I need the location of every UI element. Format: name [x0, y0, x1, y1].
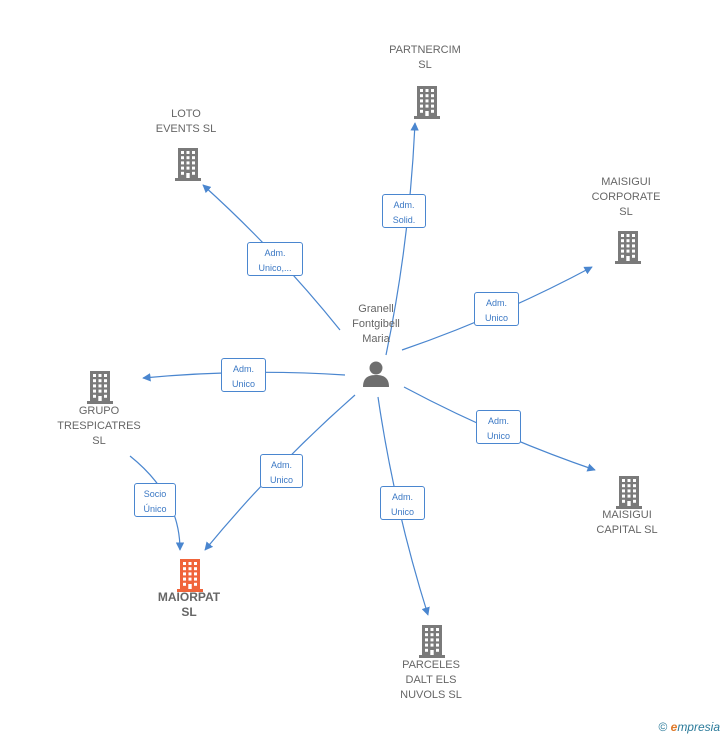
company-label-partnercim[interactable]: PARTNERCIM SL [389, 44, 461, 71]
company-label-maiorpat[interactable]: MAIORPAT SL [157, 590, 221, 619]
brand-logo-e: e [670, 720, 678, 734]
brand-logo-text: mpresia [677, 720, 720, 734]
building-icon[interactable] [412, 84, 442, 125]
building-icon[interactable] [614, 474, 644, 515]
building-icon[interactable] [173, 146, 203, 187]
building-icon[interactable] [175, 557, 205, 598]
edge-label-maiorpat[interactable]: Socio Único [134, 483, 176, 517]
company-label-maisigui_corp[interactable]: MAISIGUI CORPORATE SL [591, 176, 661, 218]
edge-label-maiorpat[interactable]: Adm. Unico [260, 454, 303, 488]
person-icon[interactable] [361, 359, 391, 394]
edge-label-maisigui_cap[interactable]: Adm. Unico [476, 410, 521, 444]
edge-label-grupo[interactable]: Adm. Unico [221, 358, 266, 392]
edge-label-parceles[interactable]: Adm. Unico [380, 486, 425, 520]
copyright-symbol: © [658, 720, 668, 734]
company-label-grupo[interactable]: GRUPO TRESPICATRES SL [57, 405, 141, 447]
edge-label-partnercim[interactable]: Adm. Solid. [382, 194, 426, 228]
edge-center-partnercim [385, 122, 419, 356]
building-icon[interactable] [85, 369, 115, 410]
company-label-parceles[interactable]: PARCELES DALT ELS NUVOLS SL [400, 659, 462, 701]
person-name[interactable]: Granell Fontgibell Maria [352, 303, 400, 345]
company-label-loto[interactable]: LOTO EVENTS SL [155, 108, 217, 135]
footer-brand: © empresia [658, 720, 720, 734]
edge-label-loto[interactable]: Adm. Unico,... [247, 242, 303, 276]
edge-label-maisigui_corp[interactable]: Adm. Unico [474, 292, 519, 326]
building-icon[interactable] [417, 623, 447, 664]
building-icon[interactable] [613, 229, 643, 270]
company-label-maisigui_cap[interactable]: MAISIGUI CAPITAL SL [596, 509, 658, 536]
